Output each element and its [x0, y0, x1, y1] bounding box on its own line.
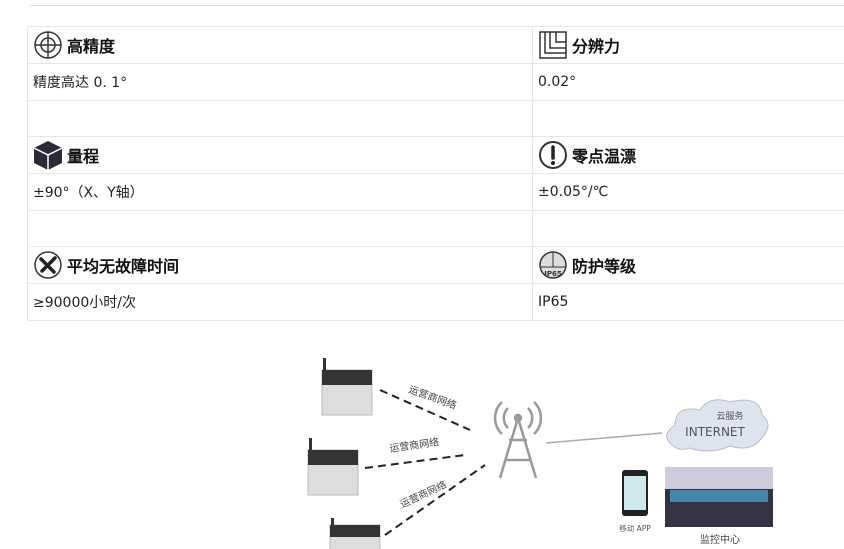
- spec-title-accuracy: 高精度: [27, 26, 533, 64]
- spec-title-resolution: 分辨力: [532, 26, 844, 64]
- sensor-device: [329, 518, 381, 549]
- svg-text:运营商网络: 运营商网络: [407, 383, 458, 412]
- network-diagram: 运营商网络 运营商网络 运营商网络 云服务 INTERNET 移动 APP 监控…: [307, 358, 773, 549]
- ip65-icon: IP65: [539, 251, 567, 279]
- sensor-device: [321, 358, 373, 416]
- svg-text:云服务: 云服务: [716, 410, 743, 422]
- spec-title-range: 量程: [27, 136, 533, 174]
- tools-icon: [34, 251, 62, 279]
- cell-tower-icon: [493, 401, 543, 479]
- spec-table: 高精度 分辨力 精度高达 0. 1°0.02° 量程 零点温漂 ±90°（X、Y…: [27, 26, 844, 321]
- sensor-device: [307, 438, 359, 496]
- svg-text:运营商网络: 运营商网络: [398, 478, 449, 511]
- svg-text:INTERNET: INTERNET: [685, 425, 745, 439]
- resolution-icon: [539, 31, 567, 59]
- spec-title-zero-drift: 零点温漂: [532, 136, 844, 174]
- svg-text:监控中心: 监控中心: [700, 533, 740, 546]
- spec-title-protection: IP65 防护等级: [532, 246, 844, 284]
- crosshair-icon: [34, 31, 62, 59]
- svg-text:移动 APP: 移动 APP: [619, 523, 651, 533]
- divider: [30, 5, 844, 6]
- exclamation-icon: [539, 141, 567, 169]
- spec-value-protection: IP65: [532, 283, 844, 321]
- spec-value-resolution: 0.02°: [532, 63, 844, 101]
- spec-value-mtbf: ≥90000小时/次: [27, 283, 533, 321]
- cube-icon: [33, 141, 63, 170]
- svg-text:IP65: IP65: [544, 270, 562, 278]
- wireless-link: [364, 389, 486, 536]
- cloud-icon: [666, 399, 769, 452]
- spec-title-mtbf: 平均无故障时间: [27, 246, 533, 284]
- spec-value-zero-drift: ±0.05°/℃: [532, 173, 844, 211]
- spacer-row: [27, 100, 533, 137]
- spacer-row: [27, 210, 533, 247]
- spec-value-range: ±90°（X、Y轴）: [27, 173, 533, 211]
- svg-text:运营商网络: 运营商网络: [389, 435, 440, 455]
- spec-value-accuracy: 精度高达 0. 1°: [27, 63, 533, 101]
